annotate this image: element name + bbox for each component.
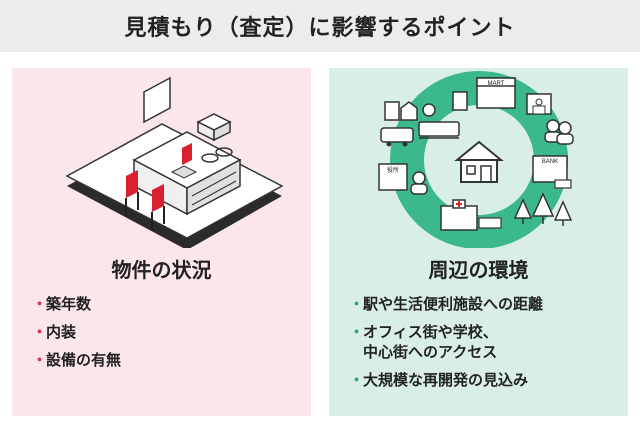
svg-text:BANK: BANK [542,159,558,165]
list-item: ・内装 [32,323,77,341]
hospital-icon [440,199,502,231]
people-icon [544,119,574,145]
environment-factors-list: ・駅や生活便利施設への距離 ・オフィス街や学校、中心街へのアクセス ・大規模な再… [347,294,543,398]
list-item: ・築年数 [32,295,92,313]
kitchen-illustration [65,76,284,248]
page-title: 見積もり（査定）に影響するポイント [124,16,516,41]
train-icon [418,121,460,139]
header-bar: 見積もり（査定）に影響するポイント [0,0,640,52]
bank-icon: BANK [532,155,572,189]
panel-title-environment: 周辺の環境 [428,258,529,282]
surrounding-environment-panel: MART BANK [329,68,628,416]
school-icon [526,93,552,115]
list-item: ・駅や生活便利施設への距離 [349,295,544,313]
mart-icon: MART [452,77,516,111]
bus-icon [380,127,414,147]
property-factors-list: ・築年数 ・内装 ・設備の有無 [30,294,121,378]
neighborhood-illustration: MART BANK [378,71,574,248]
svg-text:役所: 役所 [387,166,399,174]
house-icon [454,140,504,183]
list-item: ・設備の有無 [32,351,122,369]
list-item: ・オフィス街や学校、中心街へのアクセス [349,323,498,361]
property-condition-panel: 物件の状況 ・築年数 ・内装 ・設備の有無 [12,68,311,416]
svg-text:MART: MART [488,81,505,87]
list-item: ・大規模な再開発の見込み [349,371,529,389]
building-icon [384,101,436,121]
office-icon: 役所 [378,163,428,195]
tree-icon [513,192,573,226]
panel-title-property: 物件の状況 [111,258,212,282]
